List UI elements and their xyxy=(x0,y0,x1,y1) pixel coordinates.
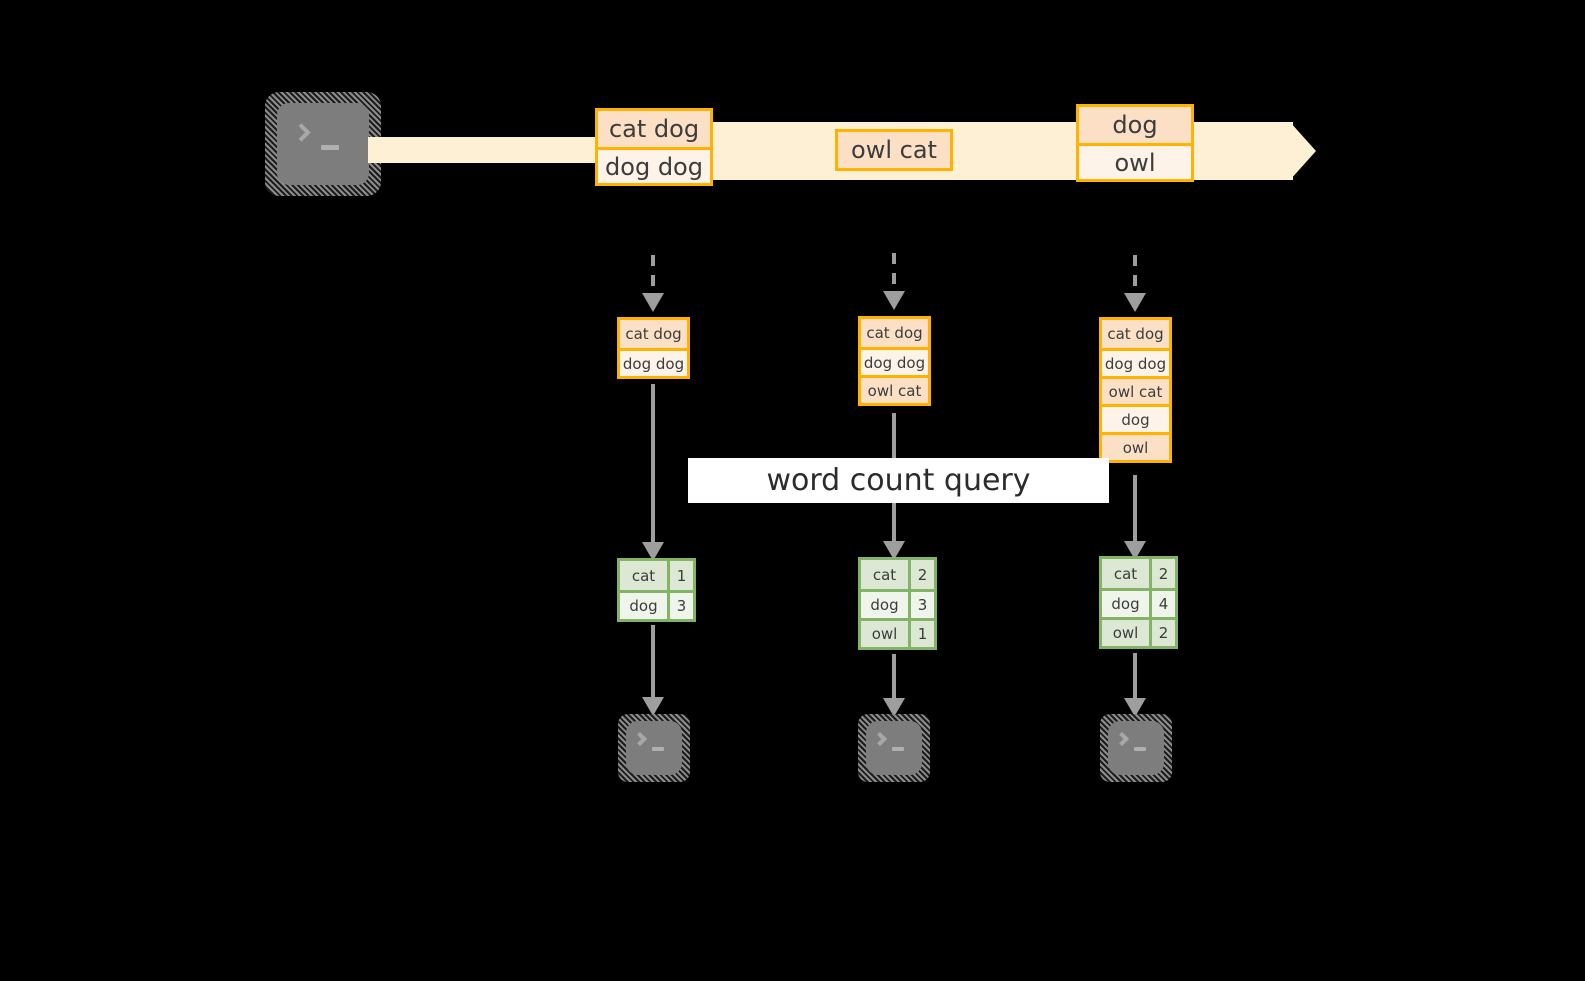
snapshot-1-result-table: cat 1 dog 3 xyxy=(617,558,696,622)
result-word: dog xyxy=(861,592,908,618)
result-count: 2 xyxy=(1149,620,1175,646)
snapshot-2-sink-terminal-icon[interactable] xyxy=(858,714,930,782)
table-row: dog 4 xyxy=(1102,588,1175,617)
table-row: owl 2 xyxy=(1102,617,1175,646)
table-row: dog 3 xyxy=(861,589,934,618)
stream-arrow-head-icon xyxy=(1290,122,1316,180)
stream-group-3: dog owl xyxy=(1076,104,1194,182)
result-word: dog xyxy=(620,593,667,619)
input-line: dog xyxy=(1102,404,1169,432)
snapshot-1-tap-arrow xyxy=(640,255,666,313)
stream-line: owl cat xyxy=(838,132,950,168)
query-label: word count query xyxy=(766,463,1031,498)
stream-arrow-band-thick xyxy=(712,122,1293,180)
snapshot-2-tap-arrow xyxy=(881,253,907,311)
result-word: owl xyxy=(1102,620,1149,646)
snapshot-2-input: cat dog dog dog owl cat xyxy=(858,316,931,406)
source-terminal-icon[interactable] xyxy=(265,92,381,196)
terminal-screen xyxy=(277,103,369,185)
input-line: dog dog xyxy=(861,347,928,375)
terminal-underscore-icon xyxy=(321,145,339,150)
snapshot-3-result-table: cat 2 dog 4 owl 2 xyxy=(1099,556,1178,649)
snapshot-1-sink-terminal-icon[interactable] xyxy=(618,714,690,782)
snapshot-3-sink-terminal-icon[interactable] xyxy=(1100,714,1172,782)
terminal-underscore-icon xyxy=(892,747,904,751)
result-count: 1 xyxy=(908,621,934,647)
terminal-underscore-icon xyxy=(652,747,664,751)
input-line: owl xyxy=(1102,432,1169,460)
stream-line: cat dog xyxy=(598,111,710,147)
snapshot-3-input: cat dog dog dog owl cat dog owl xyxy=(1099,317,1172,463)
snapshot-1-query-arrow xyxy=(640,384,666,562)
snapshot-1-sink-arrow xyxy=(640,625,666,717)
table-row: owl 1 xyxy=(861,618,934,647)
result-count: 4 xyxy=(1149,591,1175,617)
snapshot-1-input: cat dog dog dog xyxy=(617,317,690,379)
input-line: dog dog xyxy=(1102,348,1169,376)
input-line: owl cat xyxy=(1102,376,1169,404)
input-line: dog dog xyxy=(620,348,687,376)
input-line: owl cat xyxy=(861,375,928,403)
result-count: 1 xyxy=(667,561,693,590)
snapshot-2-sink-arrow xyxy=(881,654,907,718)
snapshot-3-tap-arrow xyxy=(1122,255,1148,313)
table-row: cat 2 xyxy=(861,560,934,589)
input-line: cat dog xyxy=(620,320,687,348)
snapshot-3-query-arrow xyxy=(1122,475,1148,561)
stream-group-1: cat dog dog dog xyxy=(595,108,713,186)
input-line: cat dog xyxy=(1102,320,1169,348)
result-word: cat xyxy=(861,560,908,589)
table-row: dog 3 xyxy=(620,590,693,619)
result-word: cat xyxy=(620,561,667,590)
input-line: cat dog xyxy=(861,319,928,347)
result-word: cat xyxy=(1102,559,1149,588)
stream-line: dog xyxy=(1079,107,1191,143)
stream-group-2: owl cat xyxy=(835,129,953,171)
snapshot-3-sink-arrow xyxy=(1122,653,1148,718)
result-count: 3 xyxy=(667,593,693,619)
table-row: cat 2 xyxy=(1102,559,1175,588)
result-word: dog xyxy=(1102,591,1149,617)
snapshot-2-result-table: cat 2 dog 3 owl 1 xyxy=(858,557,937,650)
stream-line: dog dog xyxy=(598,147,710,183)
table-row: cat 1 xyxy=(620,561,693,590)
result-count: 3 xyxy=(908,592,934,618)
terminal-underscore-icon xyxy=(1134,747,1146,751)
result-count: 2 xyxy=(1149,559,1175,588)
result-count: 2 xyxy=(908,560,934,589)
query-label-band: word count query xyxy=(688,458,1109,503)
stream-line: owl xyxy=(1079,143,1191,179)
result-word: owl xyxy=(861,621,908,647)
